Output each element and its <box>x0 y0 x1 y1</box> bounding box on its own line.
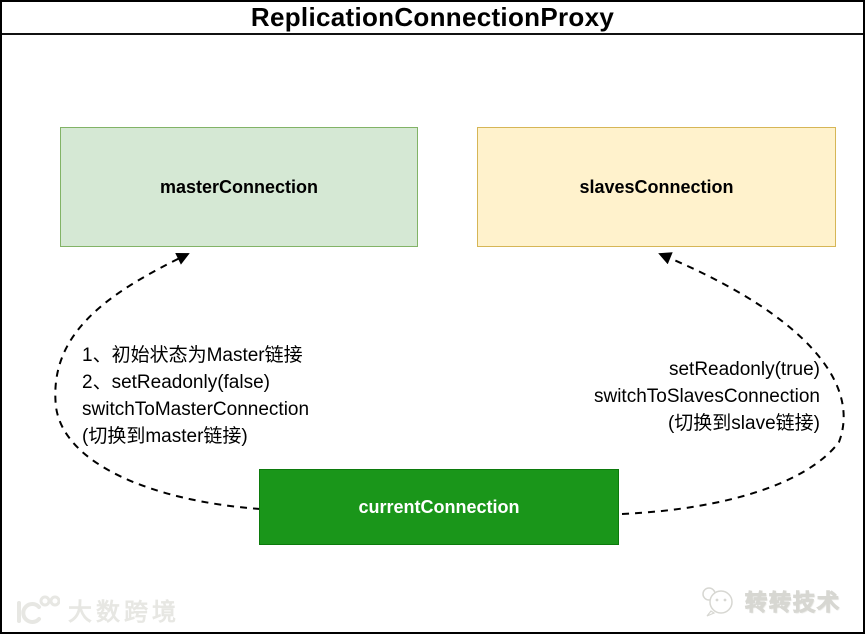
watermark-dashukuajing: 大数跨境 <box>12 592 180 627</box>
annotation-line: 2、setReadonly(false) <box>82 372 270 393</box>
node-current-connection: currentConnection <box>259 469 619 545</box>
zhuanzhuan-logo-icon <box>702 587 733 617</box>
annotation-line: 1、初始状态为Master链接 <box>82 345 303 366</box>
annotation-master-switch: 1、初始状态为Master链接 2、setReadonly(false) swi… <box>82 342 309 450</box>
node-current-label: currentConnection <box>358 496 520 517</box>
watermark-left-text: 大数跨境 <box>68 599 180 626</box>
diagram-title-bar: ReplicationConnectionProxy <box>2 2 863 35</box>
node-master-label: masterConnection <box>159 176 319 197</box>
annotation-line: setReadonly(true) <box>668 359 820 380</box>
annotation-slaves-switch: setReadonly(true) switchToSlavesConnecti… <box>594 356 820 437</box>
annotation-line: (切换到master链接) <box>82 426 248 447</box>
node-slaves-connection: slavesConnection <box>477 127 836 247</box>
watermark-right-text: 转转技术 <box>744 590 841 616</box>
annotation-line: switchToSlavesConnection <box>593 386 820 407</box>
dashukuajing-logo-icon <box>17 595 60 624</box>
annotation-line: (切换到slave链接) <box>667 413 820 434</box>
page-title: ReplicationConnectionProxy <box>250 2 615 32</box>
annotation-line: switchToMasterConnection <box>82 399 310 420</box>
node-master-connection: masterConnection <box>60 127 418 247</box>
node-slaves-label: slavesConnection <box>579 176 734 197</box>
watermark-zhuanzhuan: 转转技术 <box>699 585 841 617</box>
